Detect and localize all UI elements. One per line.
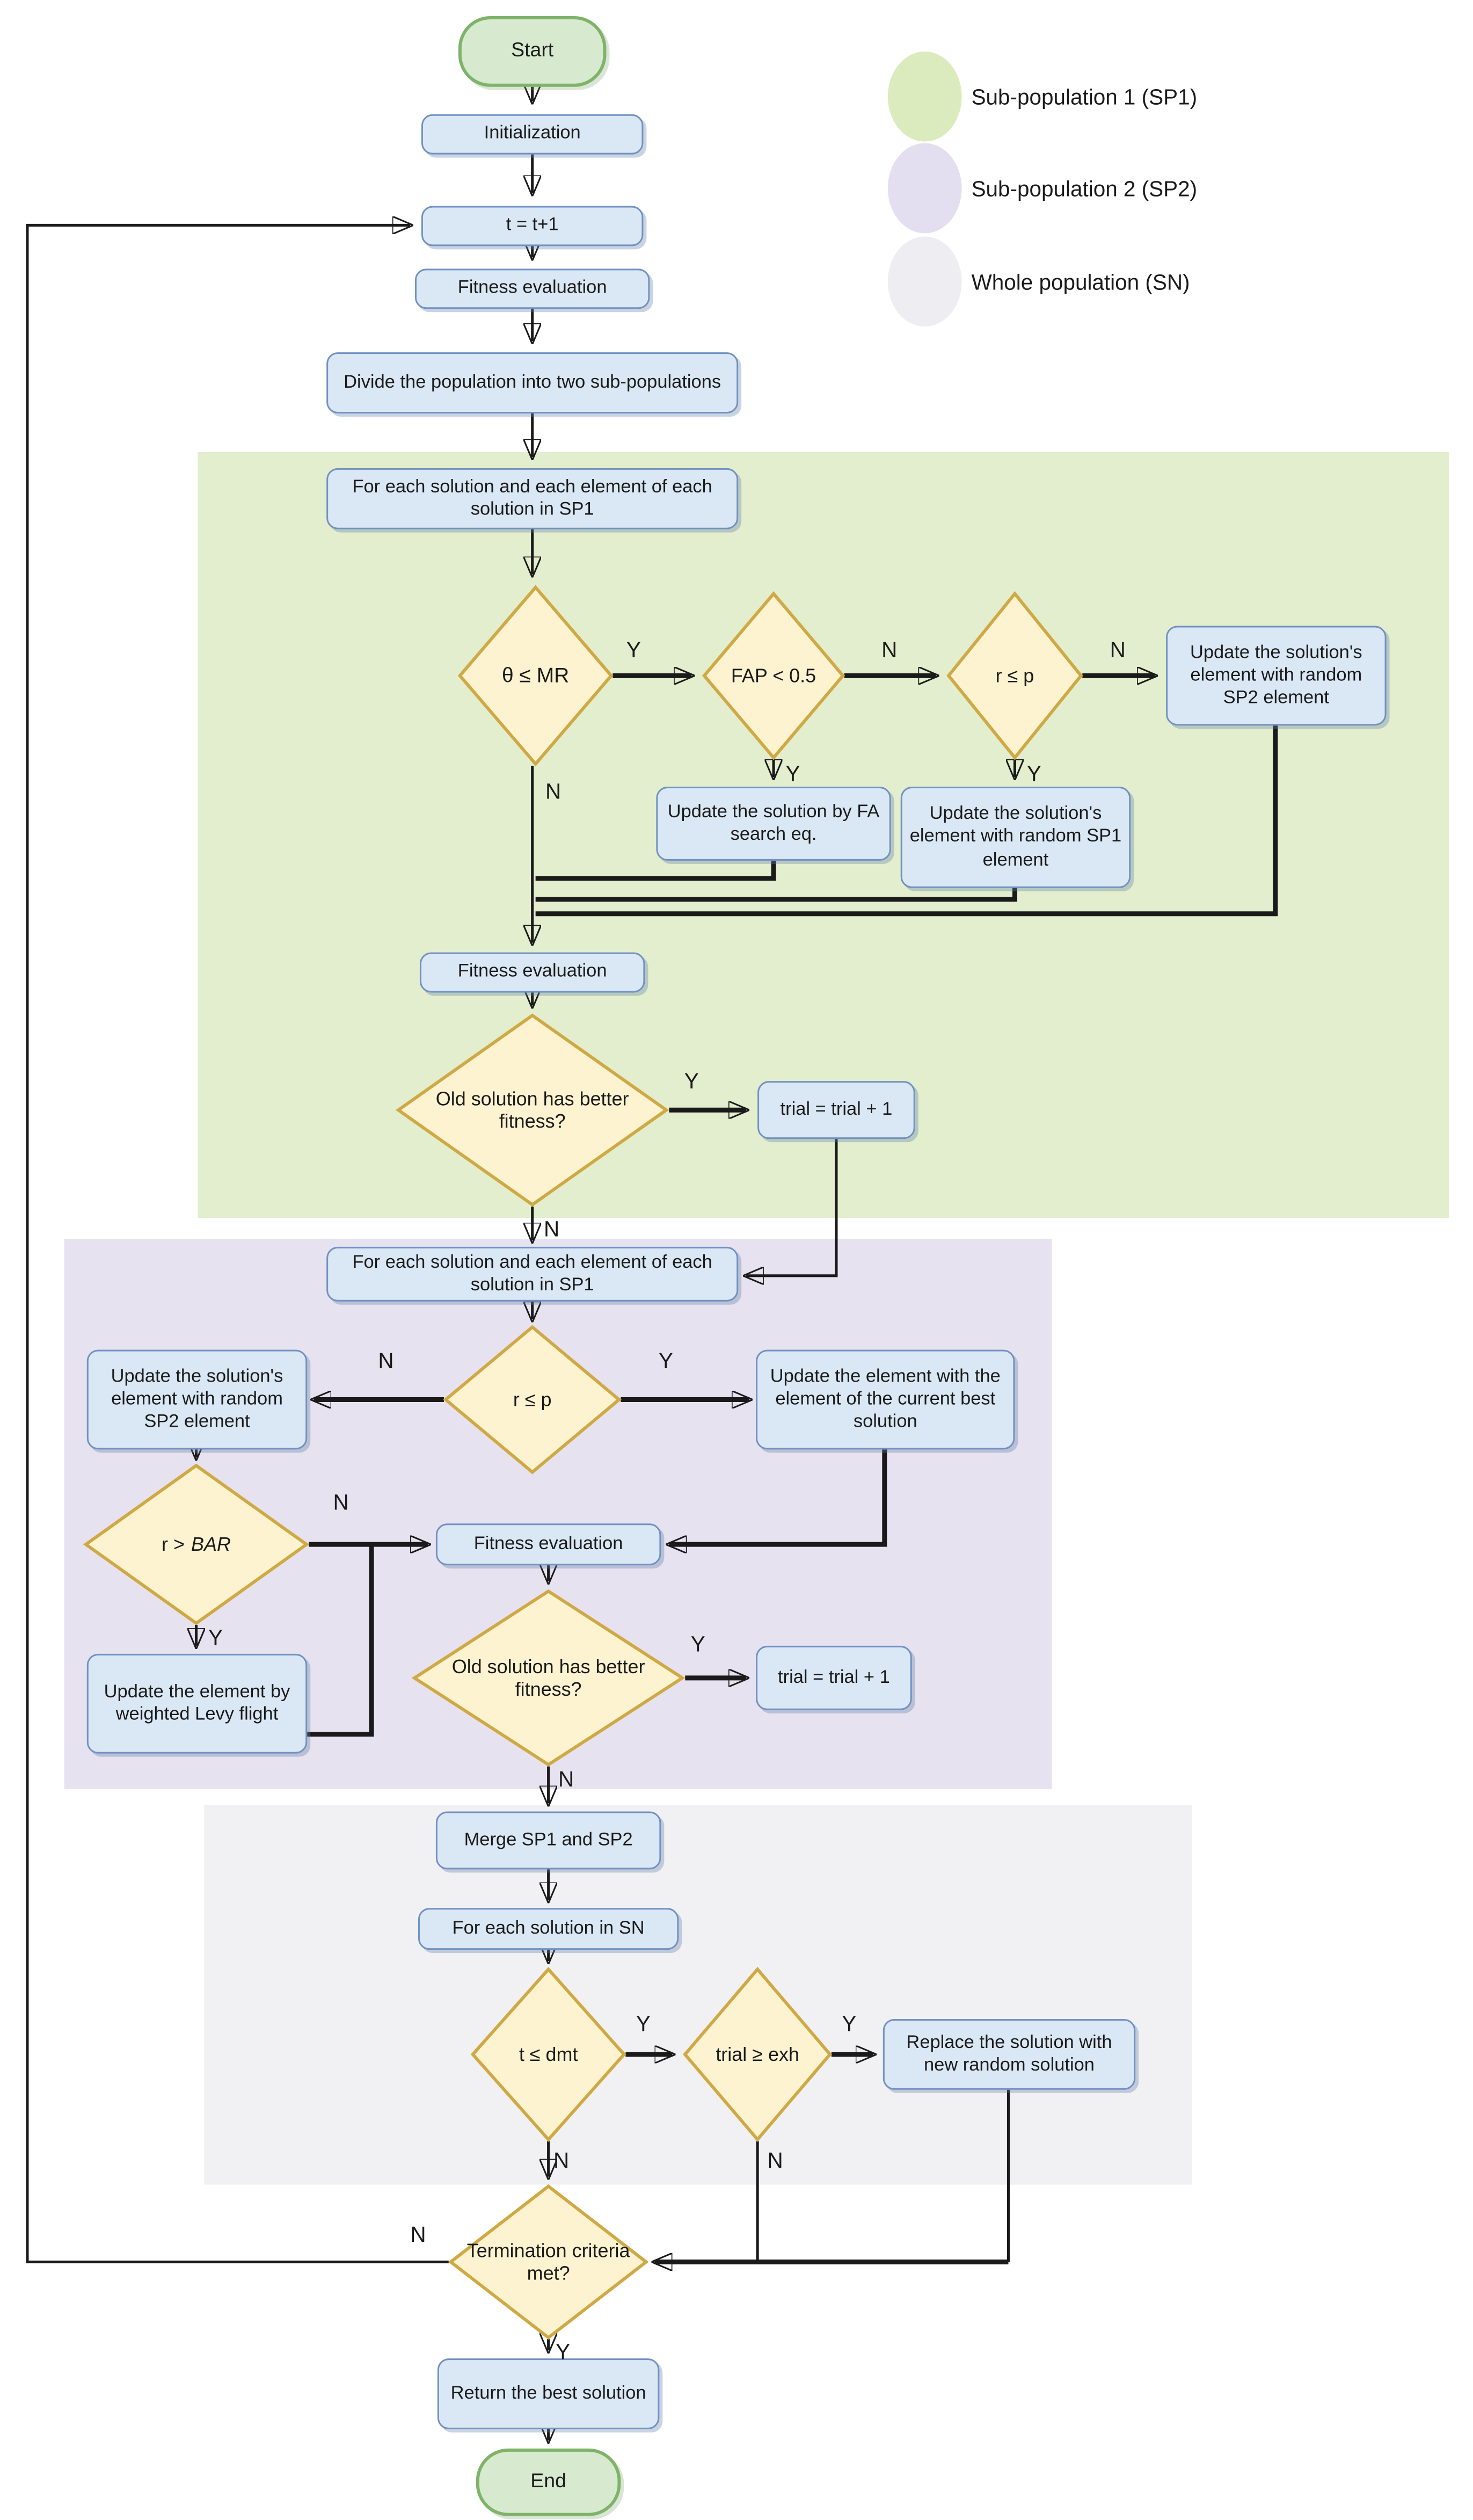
node-divide: Divide the population into two sub-popul… bbox=[326, 352, 739, 413]
diamond-shape bbox=[449, 2185, 648, 2340]
node-update-fa: Update the solution by FA search eq. bbox=[656, 787, 891, 861]
label-exh-yes: Y bbox=[842, 2011, 857, 2036]
label-old1-yes: Y bbox=[684, 1069, 699, 1093]
node-merge: Merge SP1 and SP2 bbox=[435, 1811, 661, 1870]
diamond-shape bbox=[412, 1589, 685, 1767]
label-old2-yes: Y bbox=[690, 1632, 705, 1657]
node-old-better-2: Old solution has better fitness? bbox=[412, 1589, 685, 1767]
legend-sp2-ellipse bbox=[887, 143, 962, 234]
diamond-shape bbox=[444, 1326, 621, 1474]
node-fitness-eval-3: Fitness evaluation bbox=[435, 1523, 661, 1566]
region-sn bbox=[204, 1805, 1192, 2185]
node-fitness-eval-1: Fitness evaluation bbox=[414, 268, 650, 309]
label-tdmt-yes: Y bbox=[636, 2011, 651, 2036]
node-update-sp2-random-2: Update the solution's element with rando… bbox=[86, 1349, 308, 1450]
label-rp1-yes: Y bbox=[1026, 761, 1041, 786]
label-old1-no: N bbox=[544, 1217, 560, 1241]
diamond-shape bbox=[396, 1013, 669, 1207]
node-theta-mr: θ ≤ MR bbox=[458, 586, 613, 766]
node-foreach-sn: For each solution in SN bbox=[418, 1908, 679, 1950]
label-fap-no: N bbox=[881, 637, 898, 662]
node-update-levy: Update the element by weighted Levy flig… bbox=[86, 1653, 308, 1754]
node-update-sp1-random: Update the solution's element with rando… bbox=[900, 787, 1131, 888]
node-increment: t = t+1 bbox=[421, 206, 644, 246]
label-rbar-no: N bbox=[333, 1490, 349, 1515]
diamond-shape bbox=[947, 592, 1083, 760]
legend-sp1-label: Sub-population 1 (SP1) bbox=[971, 85, 1198, 110]
node-start: Start bbox=[458, 16, 607, 87]
label-theta-no: N bbox=[545, 779, 562, 804]
edge-fa-merge bbox=[535, 860, 776, 881]
node-old-better-1: Old solution has better fitness? bbox=[396, 1013, 669, 1207]
node-initialization: Initialization bbox=[421, 114, 644, 155]
legend-sn-ellipse bbox=[887, 236, 962, 327]
label-old2-no: N bbox=[558, 1767, 574, 1792]
edge-sp1box-merge bbox=[535, 888, 1017, 902]
diamond-shape bbox=[703, 592, 844, 760]
node-trial-inc-2: trial = trial + 1 bbox=[756, 1645, 912, 1710]
edge-trial1-foreach2 bbox=[746, 1139, 838, 1276]
legend-sp2-label: Sub-population 2 (SP2) bbox=[971, 177, 1198, 201]
node-trial-inc-1: trial = trial + 1 bbox=[757, 1081, 915, 1139]
label-rp1-no: N bbox=[1110, 637, 1126, 662]
label-theta-yes: Y bbox=[626, 637, 641, 662]
edge-levy-join bbox=[307, 1544, 374, 1737]
legend-sp1-ellipse bbox=[887, 51, 962, 142]
label-rp2-yes: Y bbox=[658, 1349, 673, 1374]
label-termination-yes: Y bbox=[556, 2340, 571, 2364]
node-foreach-sp1-a: For each solution and each element of ea… bbox=[326, 468, 739, 529]
node-trial-exh: trial ≥ exh bbox=[683, 1967, 832, 2141]
legend-sn-label: Whole population (SN) bbox=[971, 270, 1190, 295]
diamond-shape bbox=[84, 1464, 309, 1625]
label-fap-yes: Y bbox=[785, 761, 800, 786]
node-end: End bbox=[476, 2448, 621, 2516]
diamond-shape bbox=[471, 1967, 626, 2141]
label-tdmt-no: N bbox=[553, 2148, 570, 2173]
node-fitness-eval-2: Fitness evaluation bbox=[419, 952, 645, 993]
node-t-dmt: t ≤ dmt bbox=[471, 1967, 626, 2141]
edge-best-fitness3 bbox=[669, 1449, 887, 1544]
node-fap: FAP < 0.5 bbox=[703, 592, 844, 760]
node-return-best: Return the best solution bbox=[437, 2358, 660, 2429]
edge-feedback-loop bbox=[26, 225, 449, 2263]
node-update-best: Update the element with the element of t… bbox=[756, 1349, 1015, 1450]
diamond-shape bbox=[683, 1967, 832, 2141]
node-r-bar: r >BAR bbox=[84, 1464, 309, 1625]
node-r-p-2: r ≤ p bbox=[444, 1326, 621, 1474]
label-rbar-yes: Y bbox=[208, 1625, 223, 1650]
node-termination: Termination criteria met? bbox=[449, 2185, 648, 2340]
label-rp2-no: N bbox=[378, 1349, 394, 1374]
edge-sp2box-merge bbox=[535, 725, 1278, 917]
node-update-sp2-random-1: Update the solution's element with rando… bbox=[1166, 626, 1387, 726]
node-r-p-1: r ≤ p bbox=[947, 592, 1083, 760]
label-exh-no: N bbox=[767, 2148, 783, 2173]
label-termination-no: N bbox=[410, 2222, 426, 2247]
node-replace: Replace the solution with new random sol… bbox=[883, 2018, 1136, 2090]
diamond-shape bbox=[458, 586, 613, 766]
node-foreach-sp1-b: For each solution and each element of ea… bbox=[326, 1246, 739, 1302]
